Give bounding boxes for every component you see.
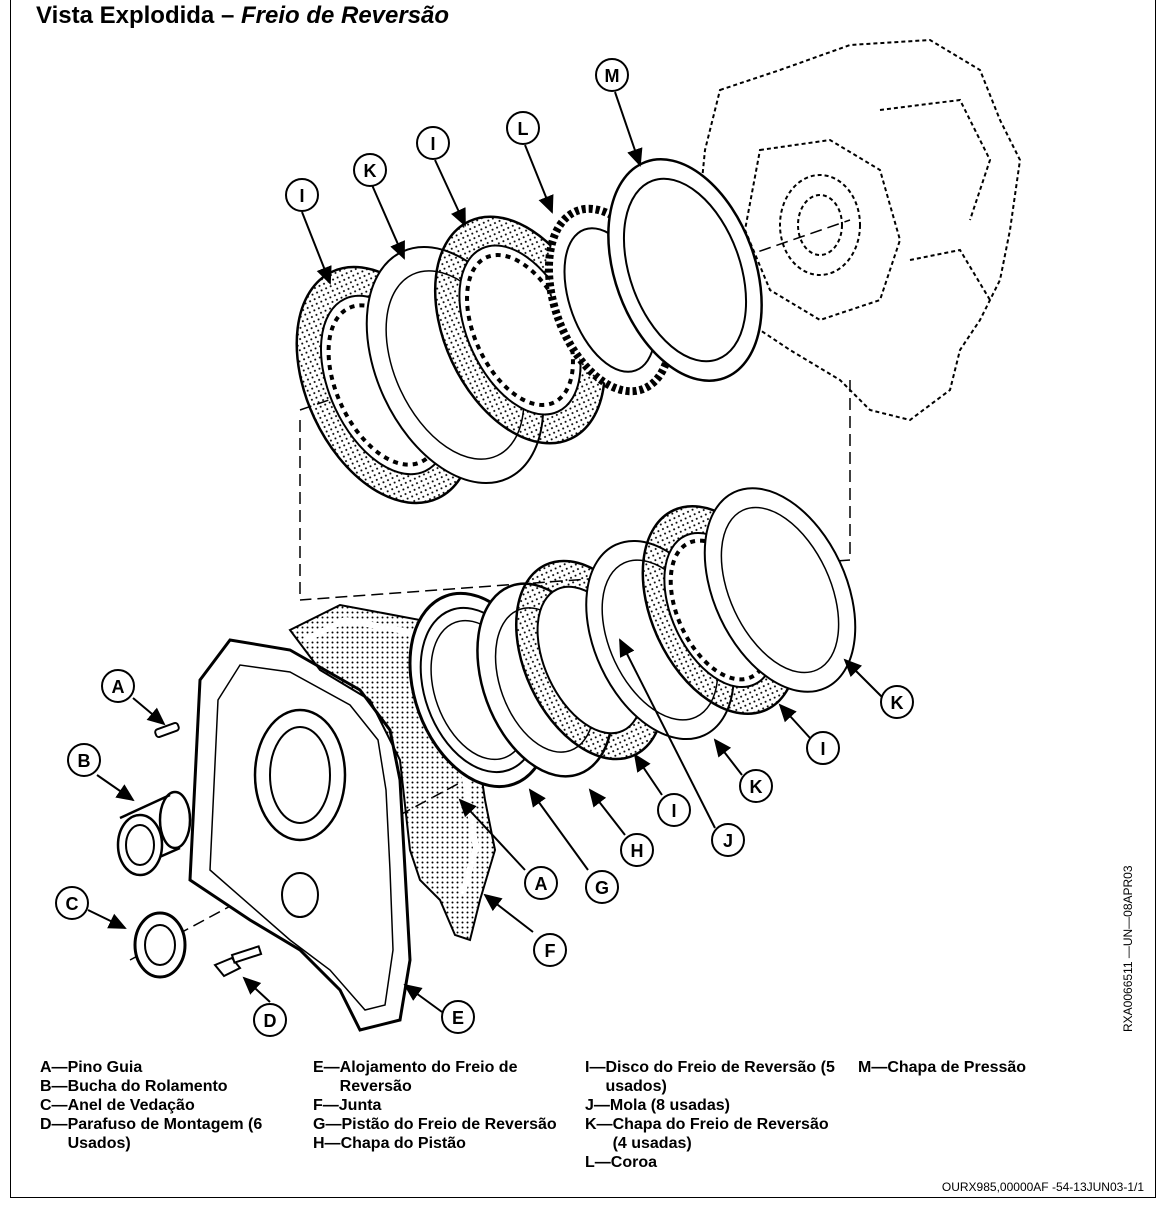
legend-item-g: G—Pistão do Freio de Reversão — [313, 1116, 557, 1133]
svg-text:J: J — [723, 831, 733, 851]
callout-c: C — [55, 886, 89, 920]
svg-text:K: K — [891, 693, 904, 713]
svg-text:M: M — [605, 66, 620, 86]
legend-item-k: K—Chapa do Freio de Reversão (4 usadas) — [585, 1116, 829, 1152]
transmission-housing — [698, 38, 1022, 422]
legend-item-b: B—Bucha do Rolamento — [40, 1078, 228, 1095]
legend-item-f: F—Junta — [313, 1097, 382, 1114]
svg-text:K: K — [364, 161, 377, 181]
bearing-bushing-b — [116, 790, 192, 877]
legend-item-a: A—Pino Guia — [40, 1059, 143, 1076]
housing-e — [188, 638, 412, 1032]
exploded-view-diagram: I K I L M A B C D E F A G H I J K I K — [55, 38, 1022, 1037]
mounting-bolt-d — [213, 945, 263, 978]
callout-a-right: A — [524, 866, 558, 900]
legend-item-m: M—Chapa de Pressão — [858, 1059, 1027, 1076]
callout-g: G — [585, 870, 619, 904]
callout-i-upper-left: I — [285, 178, 319, 212]
callout-i-upper-right: I — [416, 126, 450, 160]
callout-l: L — [506, 111, 540, 145]
callout-i-lower-left: I — [657, 793, 691, 827]
svg-text:I: I — [299, 186, 304, 206]
plate-k-lower-right — [703, 487, 857, 693]
legend-item-d: D—Parafuso de Montagem (6 Usados) — [40, 1116, 263, 1152]
legend-column-3: I— Disco do Freio de Reversão (5 usados)… — [585, 1058, 845, 1172]
page-frame — [10, 0, 1156, 1198]
title-italic: Freio de Reversão — [240, 2, 450, 29]
figure-code: RXA0066511 —UN—08APR03 — [1121, 865, 1135, 1032]
svg-text:I: I — [820, 739, 825, 759]
footer-code: OURX985,00000AF -54-13JUN03-1/1 — [941, 1180, 1144, 1194]
svg-text:K: K — [750, 777, 763, 797]
legend-column-4: M—Chapa de Pressão — [858, 1058, 1118, 1077]
disc-i-upper-right — [433, 215, 607, 445]
svg-text:H: H — [631, 841, 644, 861]
svg-text:I: I — [671, 801, 676, 821]
seal-ring-c — [133, 911, 187, 979]
svg-text:L: L — [518, 119, 529, 139]
callout-b: B — [67, 743, 101, 777]
legend-item-i: I— Disco do Freio de Reversão (5 usados) — [585, 1059, 835, 1095]
legend-item-j: J—Mola (8 usadas) — [585, 1097, 730, 1114]
callout-h: H — [620, 833, 654, 867]
callout-d: D — [253, 1003, 287, 1037]
svg-text:G: G — [595, 878, 609, 898]
callout-k-upper: K — [353, 153, 387, 187]
svg-text:I: I — [430, 134, 435, 154]
legend-item-l: L—Coroa — [585, 1154, 658, 1171]
svg-text:E: E — [452, 1008, 464, 1028]
svg-text:B: B — [78, 751, 91, 771]
callout-a-left: A — [101, 669, 135, 703]
callout-f: F — [533, 933, 567, 967]
pressure-plate-m — [607, 158, 763, 382]
svg-text:D: D — [264, 1011, 277, 1031]
callout-m: M — [595, 58, 629, 92]
callout-e: E — [441, 1000, 475, 1034]
callout-circles: I K I L M A B C D E F A G H I J K I K — [55, 58, 914, 1037]
page-title: Vista Explodida – Freio de Reversão — [36, 2, 449, 30]
guide-pin-a — [154, 721, 180, 739]
legend-item-e: E—Alojamento do Freio de Reversão — [313, 1059, 518, 1095]
callout-k-lower-left: K — [739, 769, 773, 803]
assembly-connection-lines — [299, 380, 851, 601]
legend-column-2: E—Alojamento do Freio de Reversão F—Junt… — [313, 1058, 573, 1153]
svg-text:A: A — [535, 874, 548, 894]
callout-k-lower-right: K — [880, 685, 914, 719]
callout-i-lower-right: I — [806, 731, 840, 765]
legend-item-h: H—Chapa do Pistão — [313, 1135, 466, 1152]
title-main: Vista Explodida – — [36, 2, 241, 29]
svg-text:F: F — [545, 941, 556, 961]
callout-labels — [87, 91, 883, 1013]
svg-text:C: C — [66, 894, 79, 914]
callout-j: J — [711, 823, 745, 857]
legend-column-1: A—Pino Guia B—Bucha do Rolamento C—Anel … — [40, 1058, 300, 1153]
svg-text:A: A — [112, 677, 125, 697]
legend-item-c: C—Anel de Vedação — [40, 1097, 195, 1114]
